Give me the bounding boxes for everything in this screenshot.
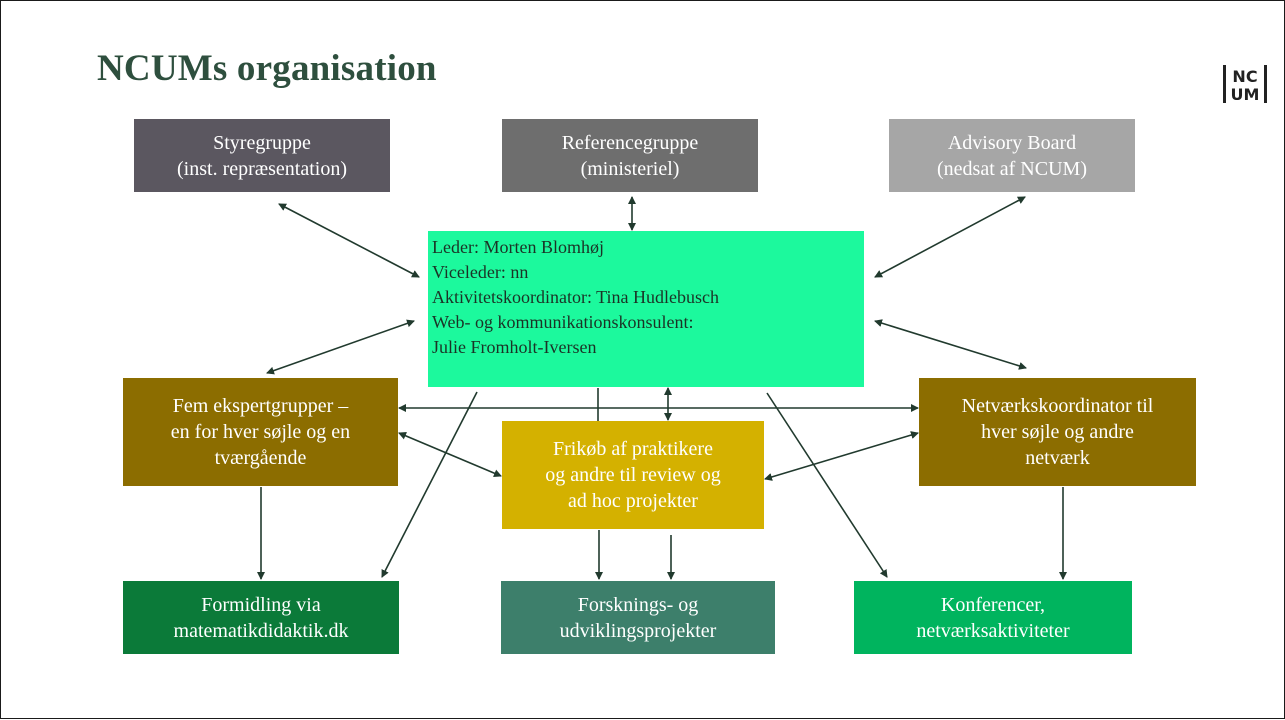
leader-line: Web- og kommunikationskonsulent: — [432, 312, 694, 332]
box-line: Styregruppe — [213, 131, 311, 154]
arrow-leader-formidling — [381, 391, 478, 578]
box-line: Formidling via — [201, 593, 321, 616]
formidling-box: Formidling via matematikdidaktik.dk — [123, 581, 399, 654]
box-line: Konferencer, — [940, 593, 1046, 616]
box-line: Netværkskoordinator til — [961, 395, 1154, 417]
box-line: udviklingsprojekter — [559, 619, 717, 642]
box-line: Referencegruppe — [561, 131, 699, 154]
ncum-logo: NC UM — [1223, 65, 1267, 104]
box-line: en for hver søjle og en — [170, 421, 351, 443]
ekspertgrupper-box: Fem ekspertgrupper – en for hver søjle o… — [123, 378, 398, 486]
leader-line: Leder: Morten Blomhøj — [432, 237, 604, 257]
box-line: Forsknings- og — [577, 593, 699, 616]
styregruppe-box: Styregruppe (inst. repræsentation) — [134, 119, 390, 192]
box-line: Advisory Board — [947, 131, 1077, 154]
box-line: (nedsat af NCUM) — [937, 157, 1087, 180]
forskning-box: Forsknings- og udviklingsprojekter — [501, 581, 775, 654]
svg-text:UM: UM — [1231, 85, 1260, 104]
netvaerkskoordinator-box: Netværkskoordinator til hver søjle og an… — [919, 378, 1196, 486]
frikob-box: Frikøb af praktikere og andre til review… — [502, 421, 764, 529]
arrow-netvaerk-frikob — [764, 431, 919, 481]
box-line: Fem ekspertgrupper – — [172, 395, 349, 417]
leadership-box: Leder: Morten Blomhøj Viceleder: nn Akti… — [428, 231, 864, 387]
konferencer-box: Konferencer, netværksaktiviteter — [854, 581, 1132, 654]
box-line: netværksaktiviteter — [916, 619, 1070, 642]
box-line: (ministeriel) — [580, 157, 680, 180]
leader-line: Julie Fromholt-Iversen — [432, 337, 597, 357]
advisory-board-box: Advisory Board (nedsat af NCUM) — [889, 119, 1135, 192]
box-line: og andre til review og — [545, 464, 721, 486]
box-line: tværgående — [214, 447, 307, 469]
box-line: ad hoc projekter — [568, 490, 698, 512]
box-line: Frikøb af praktikere — [553, 438, 713, 460]
page-title: NCUMs organisation — [97, 48, 437, 89]
arrow-advisory-leader — [874, 196, 1026, 278]
box-line: (inst. repræsentation) — [177, 157, 347, 180]
svg-text:NC: NC — [1232, 67, 1257, 86]
arrow-styregruppe-leader — [278, 203, 420, 278]
box-line: matematikdidaktik.dk — [173, 619, 349, 642]
leader-line: Aktivitetskoordinator: Tina Hudlebusch — [432, 287, 719, 307]
arrow-leader-netvaerk — [874, 319, 1027, 370]
referencegruppe-box: Referencegruppe (ministeriel) — [502, 119, 758, 192]
box-line: hver søjle og andre — [981, 421, 1134, 443]
arrow-leader-konferencer — [766, 392, 888, 578]
arrow-ekspert-frikob — [398, 432, 502, 477]
box-line: netværk — [1025, 447, 1090, 469]
arrow-leader-ekspert — [266, 319, 415, 375]
leader-line: Viceleder: nn — [432, 262, 529, 282]
